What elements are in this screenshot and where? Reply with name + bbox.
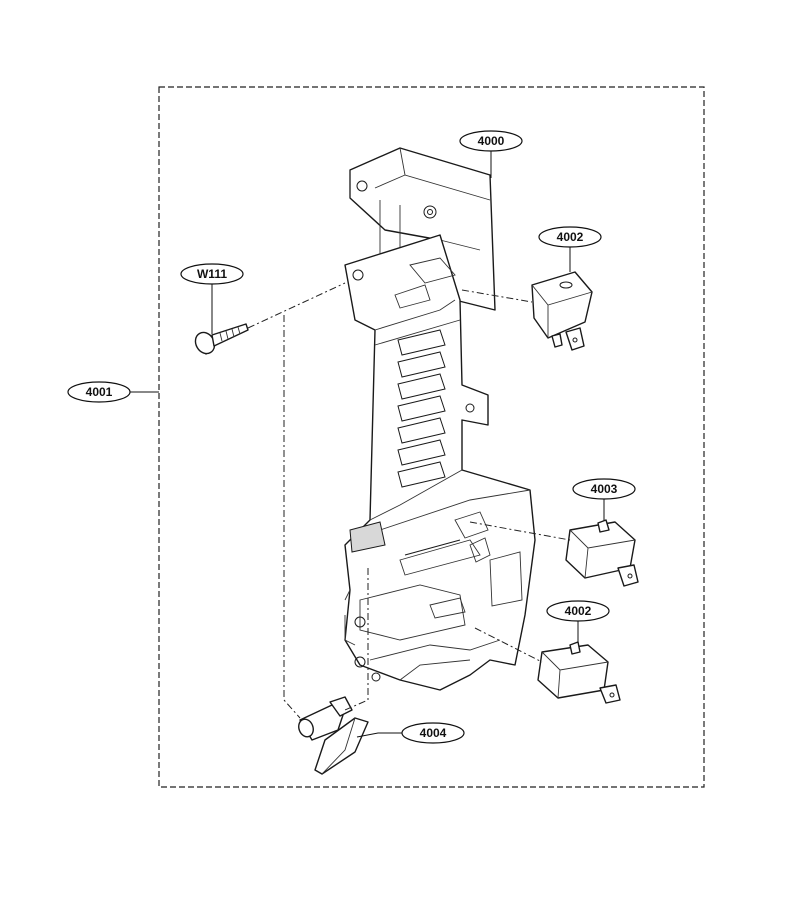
callout-4002-top-label: 4002 — [557, 230, 584, 244]
callout-4003-label: 4003 — [591, 482, 618, 496]
switch-4002-top — [531, 271, 593, 351]
callout-W111-label: W111 — [197, 267, 227, 281]
assembly-frame — [158, 86, 705, 788]
callout-4004-label: 4004 — [420, 726, 447, 740]
callout-4000: 4000 — [459, 130, 523, 152]
screw-W111 — [194, 323, 249, 355]
assembly-line-switch-top — [461, 289, 533, 303]
leader-4004 — [356, 732, 402, 738]
assembly-line-switch-4003 — [469, 521, 571, 541]
latch-board-4000 — [344, 147, 536, 691]
callout-W111: W111 — [180, 263, 244, 285]
assembly-line-screw — [247, 282, 346, 329]
callout-4002-top: 4002 — [538, 226, 602, 248]
callout-4000-label: 4000 — [478, 134, 505, 148]
lever-4004 — [298, 696, 369, 775]
callout-4003: 4003 — [572, 478, 636, 500]
switch-4002-bottom — [537, 641, 621, 704]
callout-4001: 4001 — [67, 381, 131, 403]
callout-4001-label: 4001 — [86, 385, 113, 399]
switch-4003 — [565, 519, 639, 587]
callout-4002-bottom-label: 4002 — [565, 604, 592, 618]
assembly-line-lever-inner — [344, 568, 369, 711]
callout-4004: 4004 — [401, 722, 465, 744]
assembly-line-switch-bottom — [474, 627, 543, 663]
callout-4002-bottom: 4002 — [546, 600, 610, 622]
assembly-line-lever — [283, 315, 301, 719]
